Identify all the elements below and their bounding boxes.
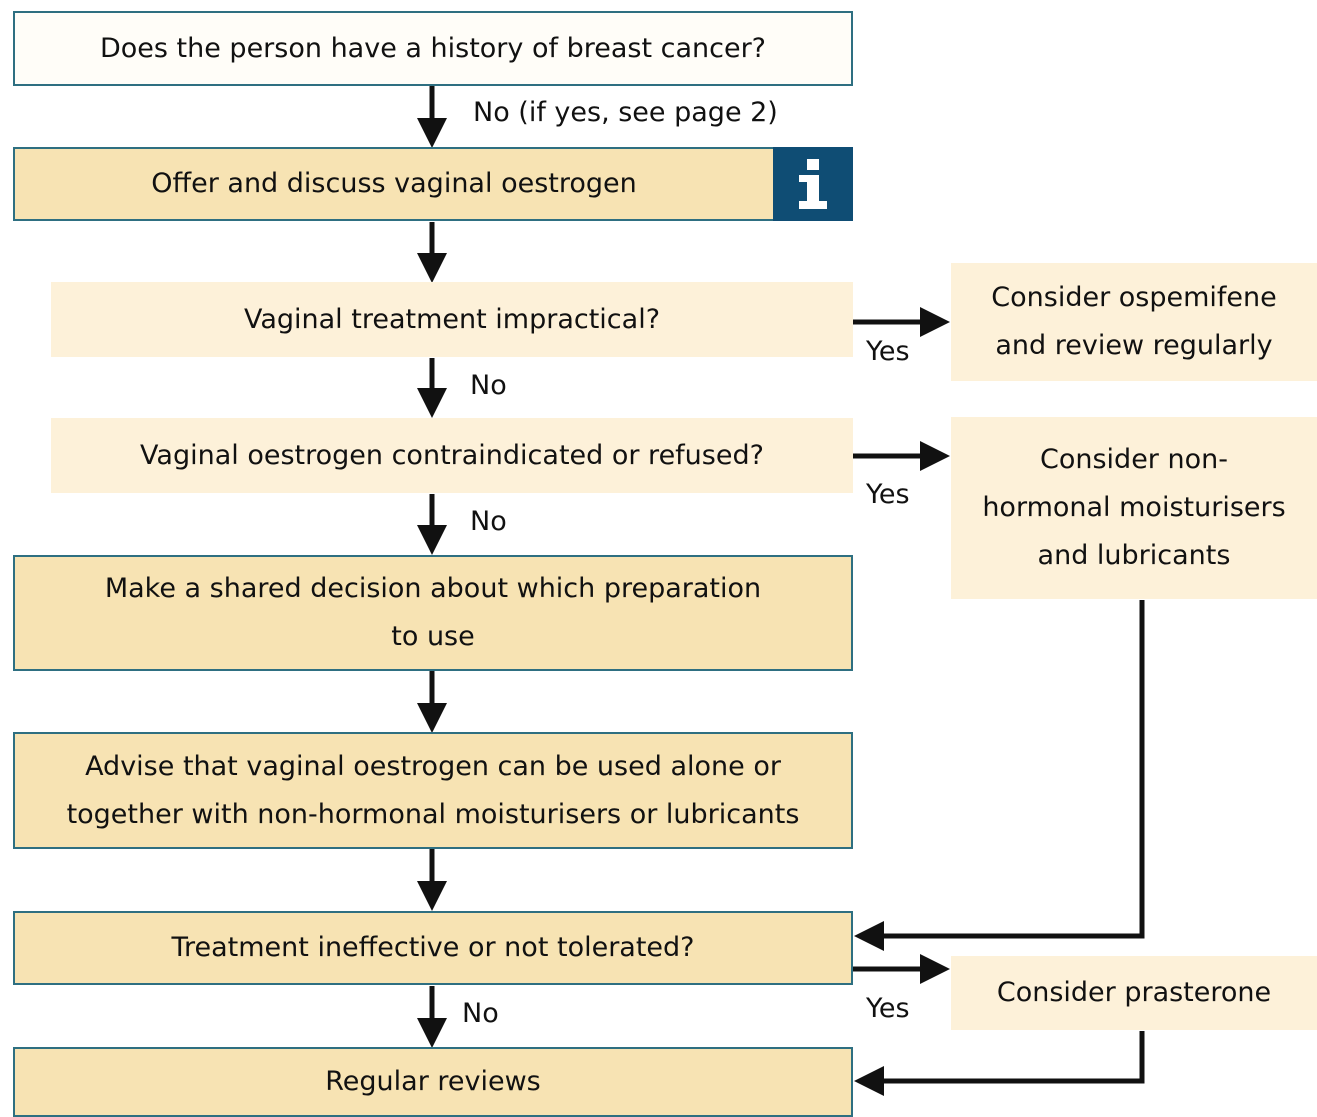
non-hormonal-line-1: Consider non- <box>1040 444 1228 475</box>
yes-label-ineffective: Yes <box>866 993 910 1024</box>
breast-cancer-question-box: Does the person have a history of breast… <box>13 11 853 86</box>
prasterone-box: Consider prasterone <box>951 956 1317 1030</box>
shared-decision-box: Make a shared decision about which prepa… <box>13 555 853 671</box>
contraindicated-question-box: Vaginal oestrogen contraindicated or ref… <box>51 418 853 493</box>
arrow-nonhormonal-to-ineffective <box>854 600 1145 951</box>
non-hormonal-line-2: hormonal moisturisers <box>982 492 1286 523</box>
info-icon[interactable] <box>773 147 853 221</box>
non-hormonal-line-3: and lubricants <box>1037 540 1231 571</box>
ospemifene-line-2: and review regularly <box>995 330 1273 361</box>
impractical-question-box: Vaginal treatment impractical? <box>51 282 853 357</box>
non-hormonal-box: Consider non- hormonal moisturisers and … <box>951 417 1317 599</box>
contraindicated-question-text: Vaginal oestrogen contraindicated or ref… <box>140 439 764 471</box>
impractical-question-text: Vaginal treatment impractical? <box>243 303 661 335</box>
ospemifene-box: Consider ospemifene and review regularly <box>951 263 1317 381</box>
breast-cancer-question-text: Does the person have a history of breast… <box>99 32 767 64</box>
no-label-ineffective: No <box>462 998 499 1029</box>
regular-reviews-text: Regular reviews <box>325 1066 541 1097</box>
arrow-prasterone-to-reviews <box>854 1031 1145 1096</box>
advise-line-2: together with non-hormonal moisturisers … <box>66 798 800 830</box>
ineffective-question-box: Treatment ineffective or not tolerated? <box>13 911 853 985</box>
offer-oestrogen-box: Offer and discuss vaginal oestrogen <box>13 147 775 221</box>
shared-decision-line-1: Make a shared decision about which prepa… <box>104 573 762 604</box>
advise-line-1: Advise that vaginal oestrogen can be use… <box>85 750 781 782</box>
prasterone-text: Consider prasterone <box>996 977 1272 1008</box>
no-label-impractical: No <box>470 370 507 401</box>
advise-box: Advise that vaginal oestrogen can be use… <box>13 732 853 849</box>
shared-decision-line-2: to use <box>391 621 475 652</box>
regular-reviews-box: Regular reviews <box>13 1047 853 1117</box>
info-glyph <box>799 159 827 209</box>
yes-label-contraindicated: Yes <box>866 479 910 510</box>
yes-label-impractical: Yes <box>866 336 910 367</box>
ineffective-question-text: Treatment ineffective or not tolerated? <box>171 932 695 963</box>
ospemifene-line-1: Consider ospemifene <box>991 282 1277 313</box>
no-label-contraindicated: No <box>470 506 507 537</box>
offer-oestrogen-text: Offer and discuss vaginal oestrogen <box>151 168 637 199</box>
no-see-page2-label: No (if yes, see page 2) <box>473 97 778 128</box>
